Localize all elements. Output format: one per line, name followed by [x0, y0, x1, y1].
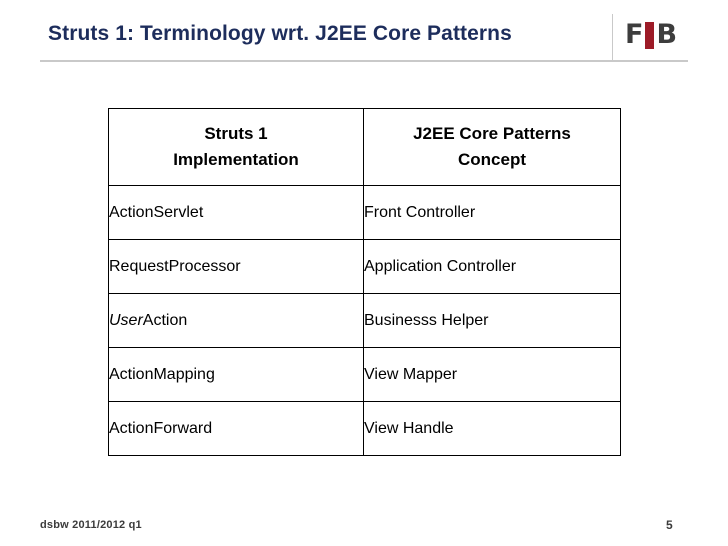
cell-j2ee-4: View Handle: [363, 401, 621, 456]
cell-struts-2-text: Action: [142, 311, 188, 329]
fib-logo: F B: [625, 20, 687, 50]
header-j2ee-line2: Concept: [458, 150, 526, 169]
header-divider: [40, 60, 688, 62]
cell-j2ee-1: Application Controller: [363, 239, 621, 294]
page-title: Struts 1: Terminology wrt. J2EE Core Pat…: [48, 22, 512, 45]
header-j2ee-line1: J2EE Core Patterns: [413, 124, 571, 143]
cell-struts-3: ActionMapping: [108, 347, 364, 402]
cell-struts-1: RequestProcessor: [108, 239, 364, 294]
terminology-table: Struts 1 Implementation J2EE Core Patter…: [108, 108, 621, 456]
table-row: UserAction Businesss Helper: [108, 293, 621, 348]
cell-struts-0-text: ActionServlet: [109, 203, 204, 221]
logo-bar-icon: [645, 21, 655, 49]
cell-j2ee-3: View Mapper: [363, 347, 621, 402]
cell-struts-4: ActionForward: [108, 401, 364, 456]
logo-letter-f: F: [625, 19, 644, 50]
cell-j2ee-0: Front Controller: [363, 185, 621, 240]
terminology-table-wrapper: Struts 1 Implementation J2EE Core Patter…: [108, 108, 621, 456]
slide-header: Struts 1: Terminology wrt. J2EE Core Pat…: [0, 0, 728, 72]
footer-course-label: dsbw 2011/2012 q1: [40, 519, 142, 531]
cell-j2ee-2: Businesss Helper: [363, 293, 621, 348]
table-header-row: Struts 1 Implementation J2EE Core Patter…: [108, 108, 621, 186]
header-struts-line1: Struts 1: [204, 124, 268, 143]
cell-struts-0: ActionServlet: [108, 185, 364, 240]
table-row: ActionForward View Handle: [108, 401, 621, 456]
table-row: ActionMapping View Mapper: [108, 347, 621, 402]
table-header-j2ee: J2EE Core Patterns Concept: [363, 108, 621, 186]
table-header-struts: Struts 1 Implementation: [108, 108, 364, 186]
cell-struts-2-italic: User: [109, 311, 143, 329]
header-vertical-rule: [612, 14, 613, 60]
footer-page-number: 5: [666, 518, 673, 532]
table-row: RequestProcessor Application Controller: [108, 239, 621, 294]
logo-letter-b: B: [656, 19, 678, 50]
header-struts-line2: Implementation: [173, 150, 299, 169]
table-row: ActionServlet Front Controller: [108, 185, 621, 240]
cell-struts-2: UserAction: [108, 293, 364, 348]
cell-struts-1-text: RequestProcessor: [109, 257, 241, 275]
cell-struts-3-text: ActionMapping: [109, 365, 215, 383]
cell-struts-4-text: ActionForward: [109, 419, 213, 437]
